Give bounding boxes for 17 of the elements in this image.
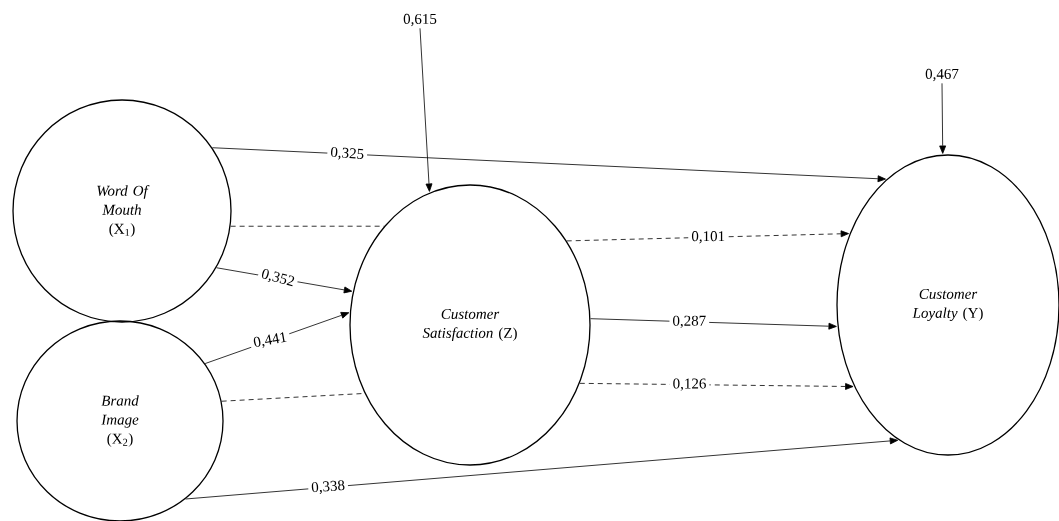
arrow <box>419 27 433 192</box>
arrow <box>211 147 886 183</box>
arrow <box>579 382 854 390</box>
edge-label: 0,126 <box>669 375 710 394</box>
edge-label: 0,101 <box>688 228 729 247</box>
circle-node: Word Of Mouth (X$_{1}$) <box>12 99 232 323</box>
edge-label: 0,352 <box>256 264 300 293</box>
arrow <box>939 82 947 154</box>
edge-label: 0,441 <box>249 328 292 353</box>
value-label: 0,615 <box>403 13 437 27</box>
arrow <box>566 230 849 242</box>
edge-label: 0,325 <box>326 143 368 165</box>
edge-label: 0,287 <box>669 312 710 331</box>
ellipse-node: Customer Satisfaction (Z) <box>349 184 591 466</box>
edge-label: 0,338 <box>307 476 349 498</box>
value-label: 0,467 <box>925 68 959 82</box>
arrow <box>185 437 899 500</box>
